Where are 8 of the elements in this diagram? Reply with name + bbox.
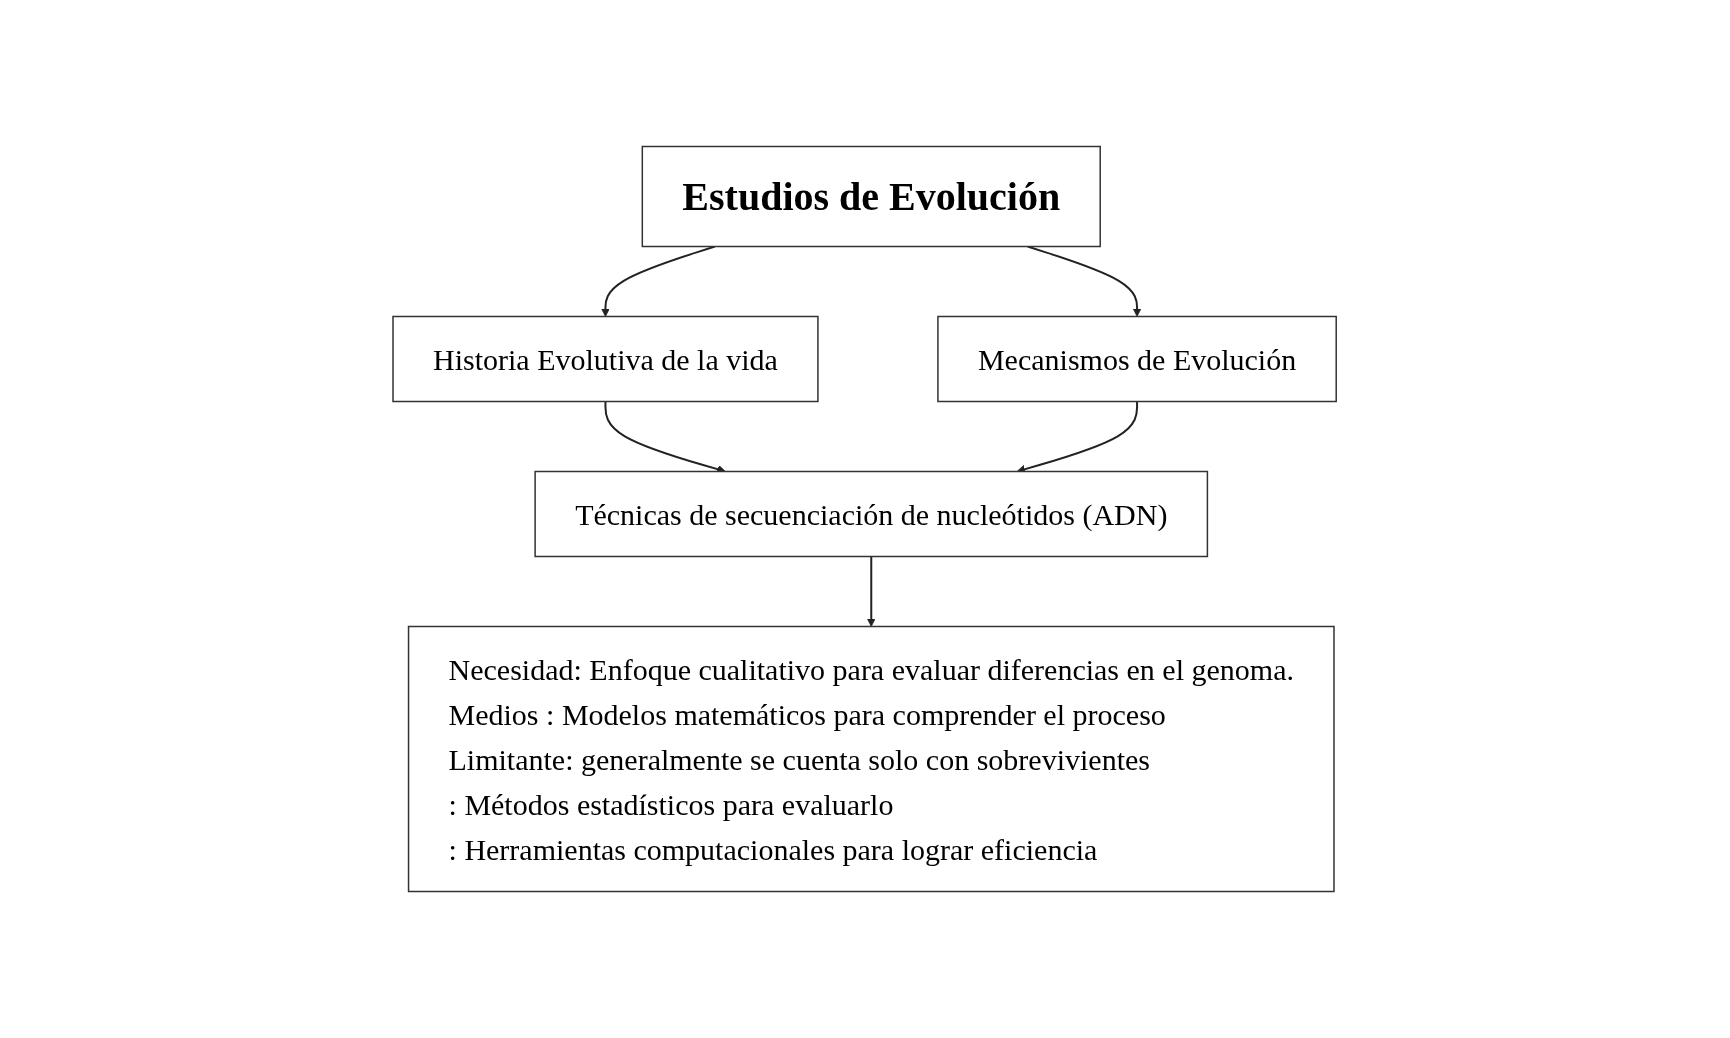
- node-box: Necesidad: Enfoque cualitativo para evaluar diferencias en el genoma. Medios : Modelos matemáticos para comprender el proceso Limitante: generalmente se cuenta solo con sobrevivientes : Métodos estadísticos para evaluarlo : Herramientas computacionales para lograr eficiencia: [408, 625, 1336, 893]
- node-box: Historia Evolutiva de la vida: [392, 315, 820, 403]
- node-box: Estudios de Evolución: [641, 145, 1102, 248]
- arrow: [867, 555, 877, 627]
- arrow: [601, 245, 717, 317]
- arrow: [1027, 245, 1142, 317]
- node-box: Mecanismos de Evolución: [937, 315, 1338, 403]
- node-box: Técnicas de secuenciación de nucleótidos (ADN): [534, 470, 1209, 558]
